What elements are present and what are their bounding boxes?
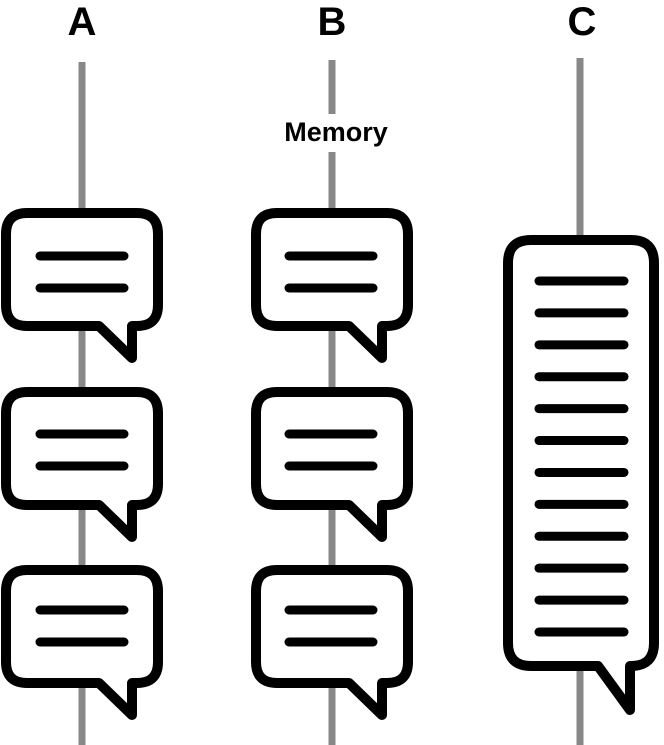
- chat-bubble: [1, 565, 163, 720]
- column-c: C: [503, 0, 659, 745]
- column-a: A: [1, 0, 163, 745]
- chat-bubble: [251, 208, 413, 363]
- column-c-label: C: [568, 0, 597, 44]
- column-b-label: B: [318, 0, 347, 44]
- chat-bubble: [1, 387, 163, 542]
- chat-bubble: [251, 387, 413, 542]
- chat-bubble: [1, 208, 163, 363]
- chat-bubble: [251, 565, 413, 720]
- long-bubble-lines: [534, 276, 629, 637]
- long-chat-bubble: [503, 235, 659, 715]
- column-b: B Memory: [251, 0, 413, 745]
- memory-label: Memory: [284, 117, 388, 147]
- column-a-label: A: [68, 0, 97, 44]
